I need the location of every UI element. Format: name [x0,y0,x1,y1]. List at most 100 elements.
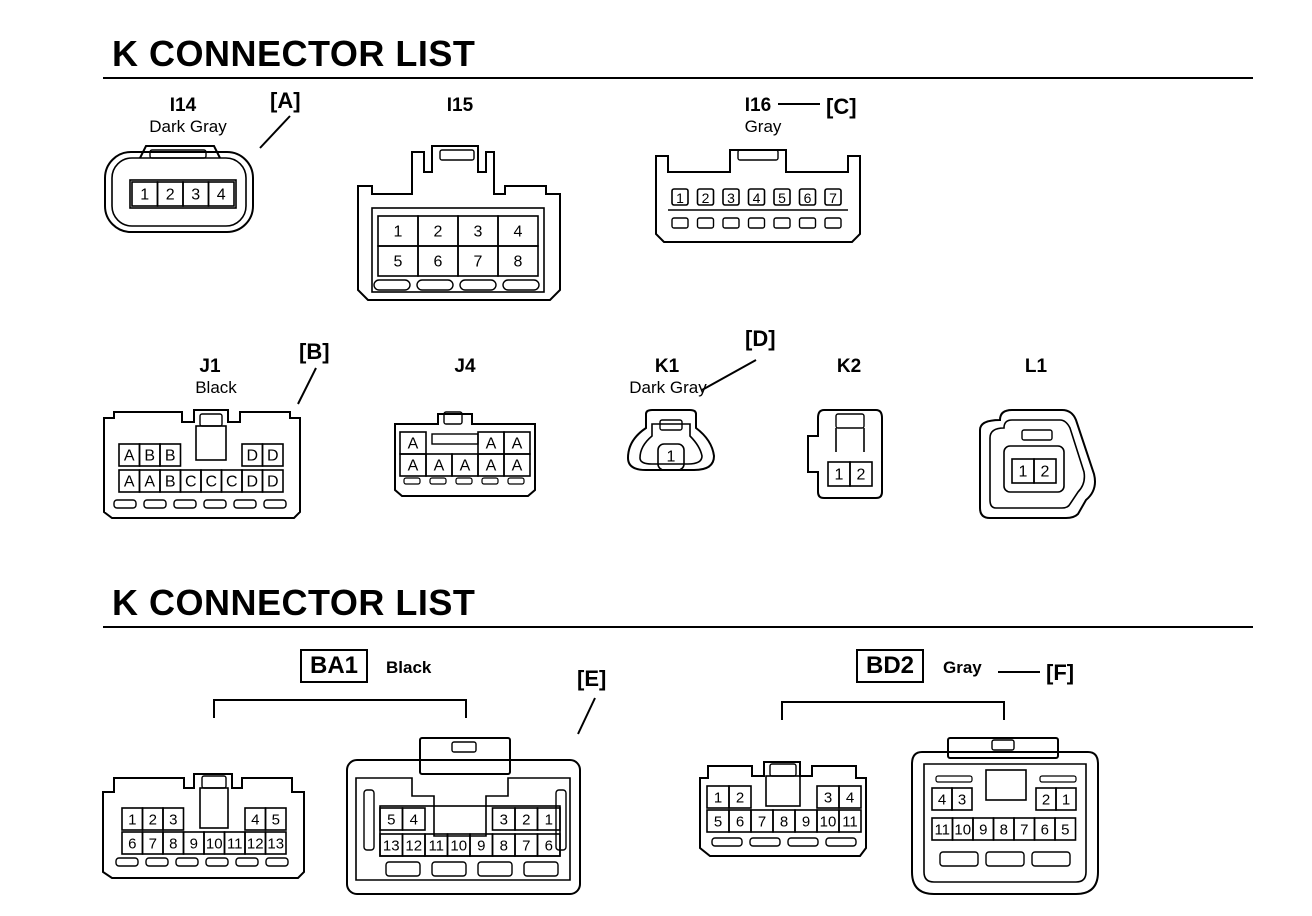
connector-j1-pin: C [185,474,197,491]
connector-i16-pin: 1 [676,190,684,206]
connector-i16-pin: 2 [702,190,710,206]
connector-ba1-left-pin: 6 [128,836,136,853]
connector-bd2-right-pin: 2 [1042,792,1050,809]
connector-ba1-right-pin: 2 [522,812,530,829]
connector-bd2-right-pin: 10 [954,822,971,839]
connector-bd2-left-pin: 11 [842,814,858,831]
connector-ba1-left-pin: 2 [149,812,157,829]
connector-ba1-right-pin: 8 [500,838,508,855]
connector-i15-pin: 5 [394,254,403,271]
connector-j1-pin: C [226,474,238,491]
callout-e: [E] [577,666,607,691]
connector-ba1-left-pin: 4 [251,812,259,829]
connector-bd2-left-pin: 9 [802,814,810,831]
connector-i16-pin: 5 [778,190,786,206]
connector-bd2-left-pin: 5 [714,814,722,831]
connector-i16-pin: 3 [727,190,735,206]
connector-ba1-right-pin: 1 [545,812,553,829]
connector-i16-color: Gray [744,117,782,136]
connector-i14-pin: 4 [217,187,226,204]
connector-j1-pin: A [124,448,135,465]
section-title-top: K CONNECTOR LIST [112,33,476,74]
connector-bd2-right-pin: 7 [1020,822,1028,839]
connector-j4-pin: A [408,458,419,475]
connector-l1-pin: 1 [1019,464,1028,481]
connector-bd2-right-pin: 4 [938,792,946,809]
connector-ba1-left-pin: 5 [272,812,280,829]
connector-i15-pin: 8 [514,254,523,271]
callout-b: [B] [299,339,330,364]
connector-ba1-left-pin: 10 [206,836,223,853]
connector-j4-name: J4 [454,356,476,377]
connector-ba1-left-pin: 12 [247,836,264,853]
connector-ba1-left-pin: 8 [169,836,177,853]
connector-j1-pin: D [246,448,258,465]
connector-j1-pin: B [144,448,155,465]
connector-j1-pin: D [267,474,279,491]
connector-j1-pin: D [246,474,258,491]
connector-k2-pin: 1 [835,467,844,484]
connector-j4-pin: A [512,458,523,475]
connector-ba1-right-pin: 12 [405,838,422,855]
connector-j1-pin: C [205,474,217,491]
connector-i15-name: I15 [446,95,474,116]
connector-j1-pin: B [165,474,176,491]
connector-ba1-color: Black [386,658,432,677]
connector-i16-pin: 6 [804,190,812,206]
connector-ba1-left-pin: 7 [149,836,157,853]
connector-k1: 1 [626,359,757,471]
connector-ba1-right-pin: 10 [450,838,467,855]
connector-j4-pin: A [460,458,471,475]
connector-i14-name: I14 [169,95,197,116]
connector-j1-pin: D [267,448,279,465]
connector-k1-color: Dark Gray [629,378,707,397]
connector-i14-pin: 2 [166,187,175,204]
connector-j1-pin: B [165,448,176,465]
connector-bd2-right-pin: 1 [1062,792,1070,809]
connector-ba1-right-pin: 9 [477,838,485,855]
connector-k2-name: K2 [836,356,862,377]
connector-ba1-right-pin: 6 [545,838,553,855]
connector-bd2-left-pin: 3 [824,790,832,807]
connector-ba1-right-pin: 13 [383,838,400,855]
connector-i14-pin: 3 [191,187,200,204]
connector-j4-pin: A [408,436,419,453]
connector-bd2-name: BD2 [856,649,925,683]
connector-i15-pin: 7 [474,254,483,271]
connector-i16-name: I16 [744,95,772,116]
callout-a: [A] [270,88,301,113]
connector-bd2-color: Gray [943,658,982,677]
connector-bd2-left-pin: 2 [736,790,744,807]
connector-ba1-right-pin: 7 [522,838,530,855]
connector-ba1-left-pin: 3 [169,812,177,829]
connector-bd2-right-pin: 9 [979,822,987,839]
connector-bd2-left-pin: 7 [758,814,766,831]
connector-bd2-right-pin: 6 [1041,822,1049,839]
connector-l1-pin: 2 [1041,464,1050,481]
connector-bd2-left-pin: 4 [846,790,854,807]
connector-bd2-right-pin: 3 [958,792,966,809]
connector-ba1-name: BA1 [300,649,369,683]
connector-ba1-left-pin: 1 [128,812,136,829]
connector-bd2-left-pin: 10 [820,814,837,831]
section-rule-top [103,77,1253,79]
connector-i15-pin: 2 [434,224,443,241]
connector-j4-pin: A [434,458,445,475]
connector-bd2-right-pin: 11 [934,822,950,839]
connector-bd2-left-pin: 6 [736,814,744,831]
connector-i15-pin: 3 [474,224,483,241]
connector-j4-pin: A [486,436,497,453]
connector-ba1-right-pin: 3 [500,812,508,829]
connector-l1-name: L1 [1024,356,1048,377]
connector-bd2-right-pin: 5 [1061,822,1069,839]
connector-j1-name: J1 [199,356,221,377]
connector-j1-pin: A [124,474,135,491]
connector-k2-pin: 2 [857,467,866,484]
